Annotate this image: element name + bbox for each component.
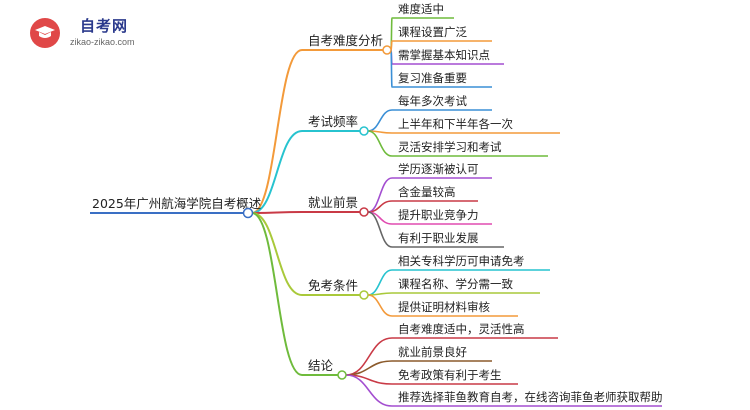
- leaf-label[interactable]: 提升职业竞争力: [398, 208, 479, 222]
- leaf-connector: [390, 49, 393, 88]
- branch-connector: [251, 212, 303, 376]
- branch-label[interactable]: 自考难度分析: [308, 33, 383, 48]
- leaf-label[interactable]: 提供证明材料审核: [398, 300, 490, 314]
- leaf-label[interactable]: 复习准备重要: [398, 71, 467, 85]
- leaf-connector: [367, 269, 393, 296]
- leaf-connector: [367, 109, 393, 132]
- leaf-label[interactable]: 学历逐渐被认可: [398, 162, 479, 176]
- leaf-label[interactable]: 需掌握基本知识点: [398, 48, 490, 62]
- leaf-connector: [367, 294, 393, 317]
- branch-node-circle[interactable]: [337, 370, 347, 380]
- leaf-connector: [367, 211, 393, 248]
- branch-label[interactable]: 考试频率: [308, 114, 358, 129]
- leaf-label[interactable]: 相关专科学历可申请免考: [398, 254, 525, 268]
- leaf-label[interactable]: 免考政策有利于考生: [398, 368, 502, 382]
- mindmap-edges: [90, 17, 662, 407]
- logo-title: 自考网: [80, 17, 129, 35]
- leaf-label[interactable]: 灵活安排学习和考试: [398, 140, 502, 154]
- branch-label[interactable]: 结论: [308, 358, 334, 373]
- leaf-label[interactable]: 每年多次考试: [398, 94, 467, 108]
- branch-connector: [251, 130, 303, 214]
- leaf-connector: [345, 374, 393, 407]
- mindmap-nodes: 2025年广州航海学院自考概述 自考难度分析 难度适中课程设置广泛需掌握基本知识点复…: [92, 2, 663, 404]
- leaf-label[interactable]: 就业前景良好: [398, 345, 467, 359]
- leaf-label[interactable]: 难度适中: [398, 2, 444, 16]
- leaf-connector: [367, 130, 393, 157]
- leaf-connector: [345, 337, 393, 376]
- branch-node-circle[interactable]: [382, 45, 392, 55]
- root-node-circle[interactable]: [242, 207, 254, 219]
- branch-node-circle[interactable]: [359, 290, 369, 300]
- leaf-label[interactable]: 自考难度适中，灵活性高: [398, 322, 525, 336]
- site-logo[interactable]: 自考网 zikao-zikao.com: [30, 14, 170, 54]
- leaf-label[interactable]: 含金量较高: [398, 185, 456, 199]
- branch-label[interactable]: 免考条件: [308, 278, 358, 293]
- leaf-label[interactable]: 上半年和下半年各一次: [398, 117, 513, 131]
- branch-connector: [251, 211, 303, 214]
- logo-url: zikao-zikao.com: [70, 37, 135, 47]
- graduation-cap-icon: [35, 26, 55, 38]
- branch-connector: [251, 49, 303, 214]
- root-topic[interactable]: 2025年广州航海学院自考概述: [92, 196, 262, 211]
- leaf-label[interactable]: 课程设置广泛: [398, 25, 467, 39]
- leaf-label[interactable]: 推荐选择菲鱼教育自考，在线咨询菲鱼老师获取帮助: [398, 390, 663, 404]
- branch-label[interactable]: 就业前景: [308, 195, 358, 210]
- branch-node-circle[interactable]: [359, 207, 369, 217]
- leaf-label[interactable]: 课程名称、学分需一致: [398, 277, 513, 291]
- leaf-label[interactable]: 有利于职业发展: [398, 231, 479, 245]
- branch-node-circle[interactable]: [359, 126, 369, 136]
- branch-connector: [251, 212, 303, 296]
